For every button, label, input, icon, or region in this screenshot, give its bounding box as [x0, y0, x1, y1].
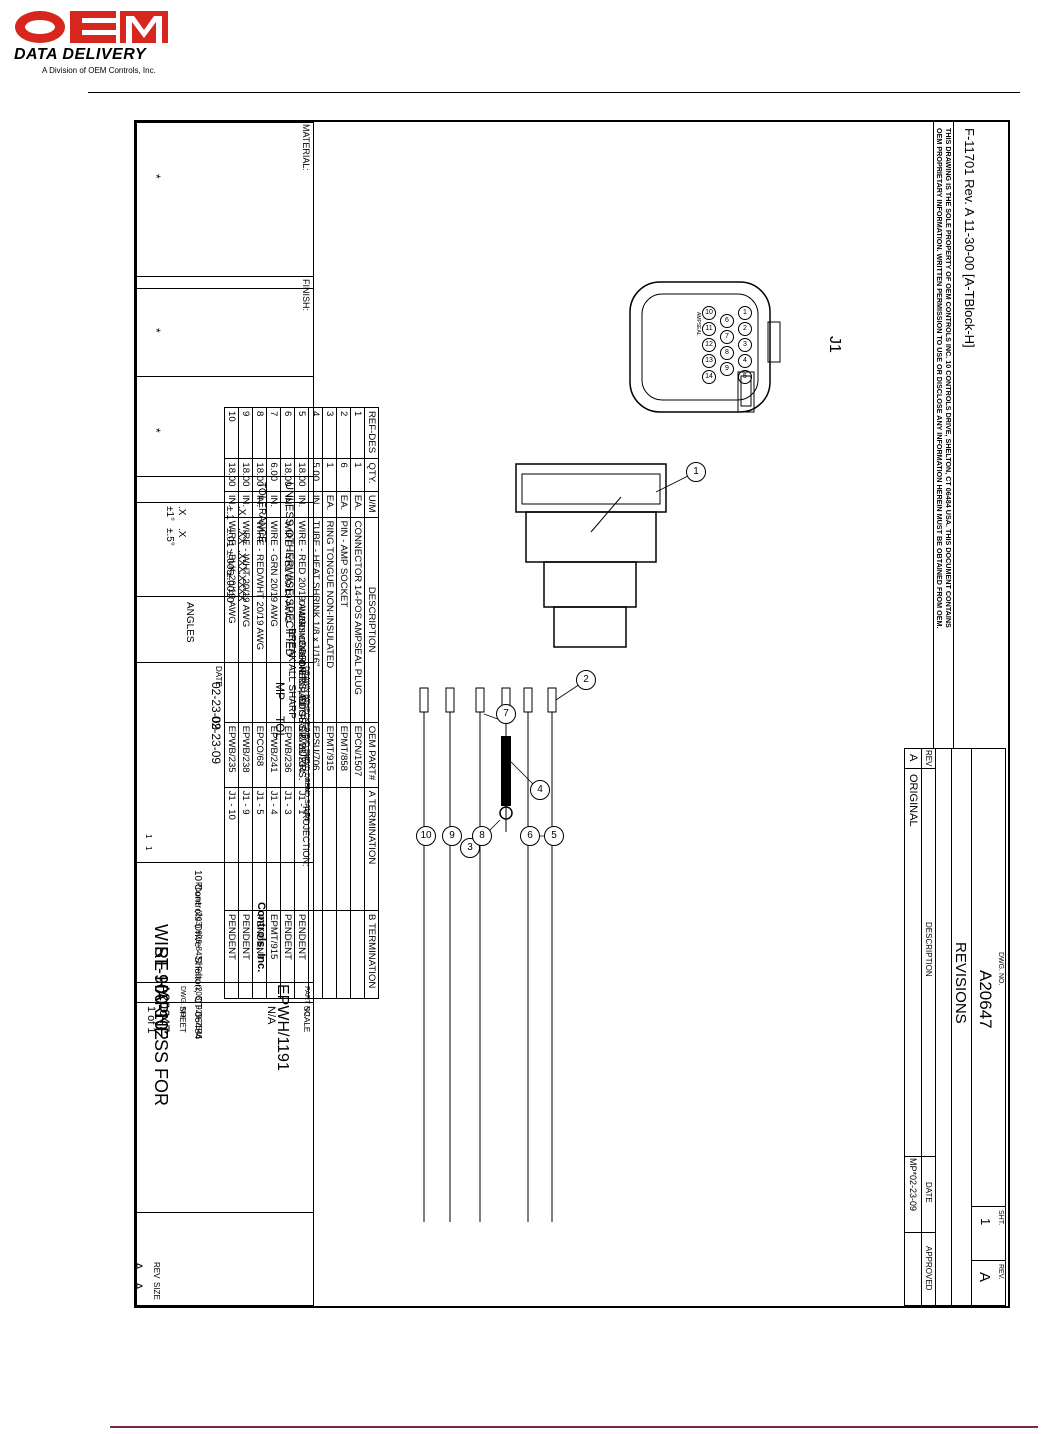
table-cell: 6 — [336, 458, 351, 492]
pin-cavity: 14 — [702, 370, 716, 384]
notice-line1: THIS DRAWING IS THE SOLE PROPERTY OF OEM… — [944, 128, 953, 628]
oem-logo: DATA DELIVERY A Division of OEM Controls… — [14, 8, 170, 78]
connector-end-view — [629, 281, 781, 413]
callout-8: 8 — [472, 826, 492, 846]
table-cell — [336, 910, 351, 999]
checked-date: 02-23-09 — [209, 716, 223, 765]
pin-cavity: 1 — [738, 306, 752, 320]
pin-cavity: 9 — [720, 362, 734, 376]
pin-cavity: 8 — [720, 346, 734, 360]
callout-5: 5 — [544, 826, 564, 846]
table-cell: EPMT/915 — [322, 722, 337, 788]
table-cell — [350, 787, 365, 911]
table-cell: RING TONGUE NON-INSULATED — [322, 517, 337, 723]
pin-cavity: 3 — [738, 338, 752, 352]
form-ref: F-11701 Rev. A 11-30-00 [A-TBlock-H] — [962, 128, 977, 348]
footer-rule — [110, 1426, 1038, 1428]
table-cell: 1 — [350, 407, 365, 459]
pin-cavity: 10 — [702, 306, 716, 320]
table-cell — [350, 910, 365, 999]
material-label: MATERIAL: — [301, 124, 311, 171]
rev-dwg-no: A20647 — [976, 970, 995, 1029]
table-cell: CONNECTOR 14-POS AMPSEAL PLUG — [350, 517, 365, 723]
header-rule — [88, 92, 1020, 93]
scale-value: N/A — [265, 1006, 277, 1025]
pin-cavity: 2 — [738, 322, 752, 336]
pin-cavity: 13 — [702, 354, 716, 368]
pin-cavity: 11 — [702, 322, 716, 336]
table-cell: 2 — [336, 407, 351, 459]
callout-2: 2 — [576, 670, 596, 690]
table-cell: 1 — [322, 458, 337, 492]
table-cell: EA. — [322, 491, 337, 518]
table-cell — [336, 787, 351, 911]
connector-tag: AMPSEAL — [695, 312, 701, 336]
title-dwg-no: A20647 — [157, 984, 173, 1033]
drawing-sheet: F-11701 Rev. A 11-30-00 [A-TBlock-H] THI… — [131, 122, 1006, 1306]
finish-label: FINISH: — [301, 279, 311, 312]
rev-row-date: MP*02-23-09 — [908, 1158, 918, 1212]
harness-side-view — [419, 463, 697, 1222]
bom-header-row: REF-DES QTY. U/M DESCRIPTION OEM PART# A… — [364, 407, 379, 999]
part-no: EPWH/1191 — [274, 984, 291, 1071]
checked-by: TOL — [273, 716, 287, 740]
table-cell: EPCN/1507 — [350, 722, 365, 788]
callout-7: 7 — [496, 704, 516, 724]
callout-1: 1 — [686, 462, 706, 482]
company-phone: Phone: (203) 929-8431 Fax: (203) 929-754… — [194, 882, 203, 1039]
callout-4: 4 — [530, 780, 550, 800]
drawn-by: MP — [273, 682, 287, 700]
notice-line2: OEM PROPRIETARY INFORMATION. WRITTEN PER… — [935, 128, 944, 629]
pin-cavity: 6 — [720, 314, 734, 328]
revisions-title: REVISIONS — [952, 942, 969, 1024]
callout-9: 9 — [442, 826, 462, 846]
table-cell — [322, 787, 337, 911]
pin-cavity: 5 — [738, 370, 752, 384]
rev-row-rev: A — [907, 754, 919, 762]
table-cell: EA. — [336, 491, 351, 518]
table-cell: EA. — [350, 491, 365, 518]
table-cell: PIN - AMP SOCKET — [336, 517, 351, 723]
callout-6: 6 — [520, 826, 540, 846]
rev-row-description: ORIGINAL — [907, 774, 919, 827]
drawing-frame — [134, 120, 1010, 1308]
callout-10: 10 — [416, 826, 436, 846]
pin-cavity: 4 — [738, 354, 752, 368]
table-cell — [322, 910, 337, 999]
table-cell: 1 — [350, 458, 365, 492]
division-text: A Division of OEM Controls, Inc. — [42, 66, 156, 75]
pin-cavity: 7 — [720, 330, 734, 344]
table-cell: 3 — [322, 407, 337, 459]
connector-label: J1 — [826, 336, 843, 353]
sheet-value: 1 of 1 — [145, 1006, 157, 1034]
table-cell: EPMT/858 — [336, 722, 351, 788]
pin-cavity: 12 — [702, 338, 716, 352]
company-name: Controls, Inc. — [255, 902, 267, 973]
oem-logo-mark — [14, 8, 170, 48]
tagline: DATA DELIVERY — [14, 46, 147, 63]
